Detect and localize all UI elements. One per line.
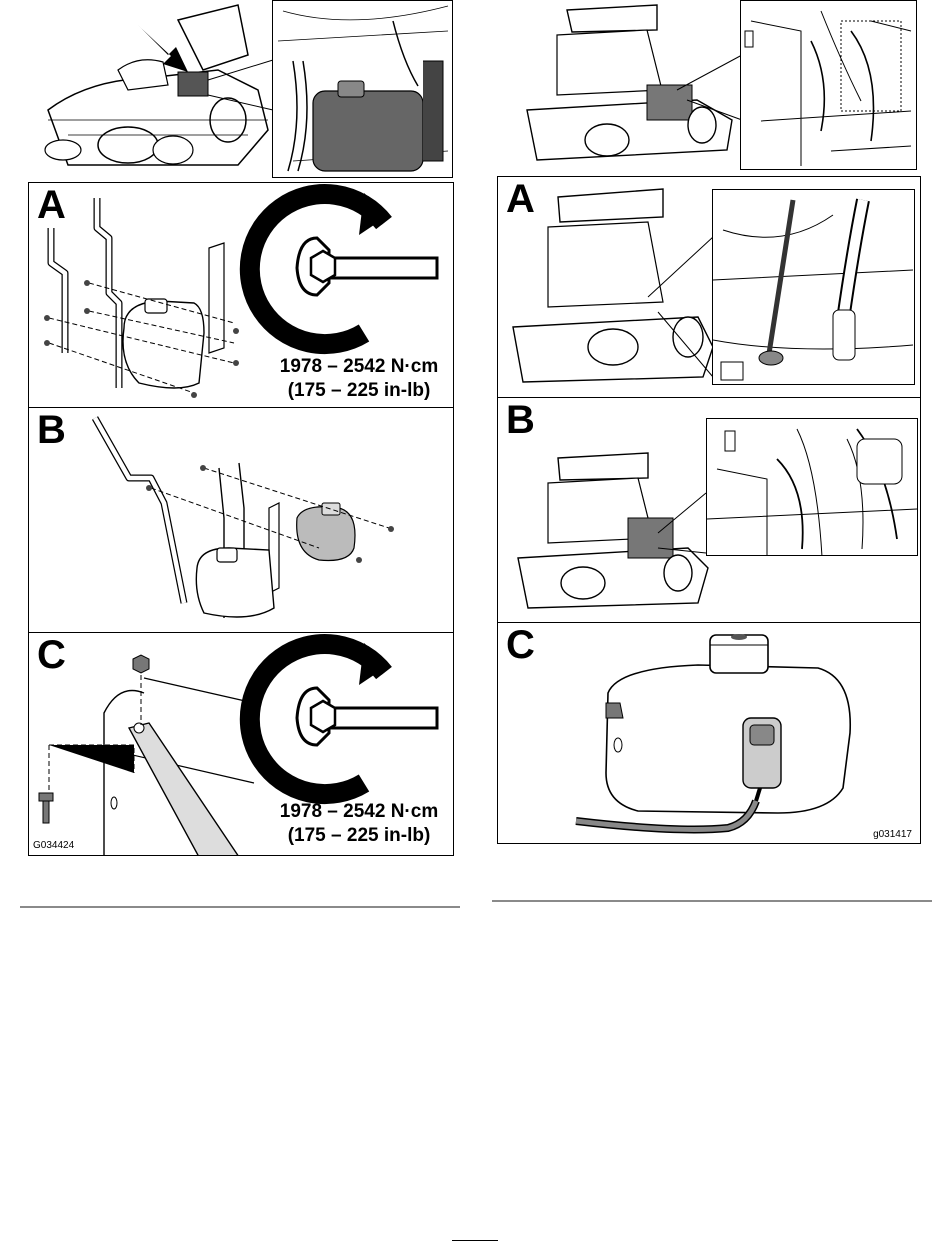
- reservoir-assembly-illustration: [29, 408, 454, 633]
- reservoir-detail: [707, 419, 918, 556]
- right-panel-a: A: [497, 176, 921, 398]
- left-overview-inset: [272, 0, 453, 178]
- hose-detail: [713, 190, 915, 385]
- right-panel-b: B: [497, 397, 921, 623]
- left-panel-b: B: [28, 407, 454, 633]
- right-overview-inset: [740, 0, 917, 170]
- page-footer-line: [452, 1240, 498, 1241]
- torque-spec: 1978 – 2542 N·cm (175 – 225 in-lb): [269, 355, 449, 403]
- reservoir-detail-inset: [706, 418, 918, 556]
- section-divider-right: [492, 900, 932, 902]
- engine-bay-detail: [741, 1, 917, 170]
- torque-imperial: (175 – 225 in-lb): [269, 824, 449, 848]
- hose-detail-inset: [712, 189, 915, 385]
- washer-pump-illustration: [498, 623, 921, 844]
- reservoir-location-detail: [273, 1, 453, 178]
- hex-nut-icon: [311, 251, 335, 282]
- right-panel-c: C g031417: [497, 622, 921, 844]
- left-panel-a: A 1978 – 2542 N·cm (175 – 225 in-lb): [28, 182, 454, 408]
- torque-metric: 1978 – 2542 N·cm: [269, 800, 449, 824]
- left-panel-c: C 1978 – 2542 N·cm (175 – 225 in-lb) G03…: [28, 632, 454, 856]
- hex-nut-icon: [311, 701, 335, 732]
- graphic-code: G034424: [33, 840, 74, 851]
- torque-imperial: (175 – 225 in-lb): [269, 379, 449, 403]
- graphic-code: g031417: [873, 829, 912, 840]
- torque-spec: 1978 – 2542 N·cm (175 – 225 in-lb): [269, 800, 449, 848]
- section-divider-left: [20, 906, 460, 908]
- torque-metric: 1978 – 2542 N·cm: [269, 355, 449, 379]
